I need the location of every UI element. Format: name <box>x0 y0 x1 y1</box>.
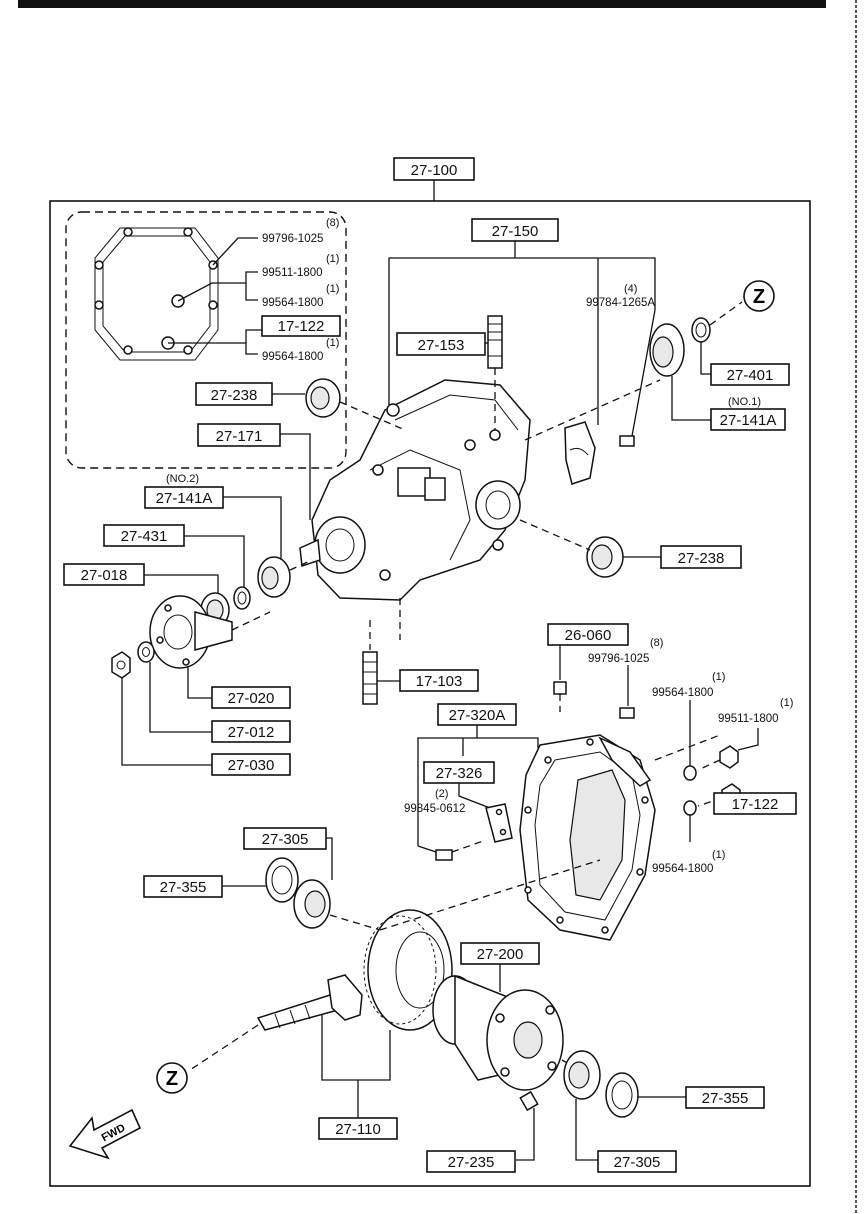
callout-breather: 26-060 <box>565 627 612 644</box>
callout-side-bearing-left: 27-305 <box>262 831 309 848</box>
inset-bolt-pn: 99796-1025 <box>262 233 323 245</box>
cover-bolt: (8) 99796-1025 <box>588 637 663 719</box>
callout-differential: 27-200 <box>477 946 524 963</box>
callout-adjuster-left: 27-355 <box>160 879 207 896</box>
callout-spacer: 27-431 <box>121 528 168 545</box>
differential-case: 27-200 <box>432 942 581 1091</box>
washer-b-qty: (1) <box>712 849 725 861</box>
spacer: 27-431 <box>103 524 251 610</box>
callout-plug-right: 27-238 <box>678 550 725 567</box>
inset-bolt-qty: (8) <box>326 217 339 229</box>
ring-bolt: 27-235 <box>426 1090 539 1173</box>
rear-cover: 27-320A <box>417 703 721 941</box>
cap-bolt-pn: 99784-1265A <box>586 297 655 309</box>
callout-nut: 27-030 <box>228 757 275 774</box>
z-marker-bottom: Z <box>166 1068 178 1090</box>
callout-cover-assy: 27-320A <box>449 707 506 724</box>
bearing-no2-qty: (NO.2) <box>166 473 199 485</box>
callout-gasket-right: 17-122 <box>732 796 779 813</box>
cap-bolt-qty: (4) <box>624 283 637 295</box>
inset-plug1-qty: (1) <box>326 253 339 265</box>
ring-and-pinion: Z 27-110 <box>156 859 601 1140</box>
bracket-bolt-pn: 99845-0612 <box>404 803 465 815</box>
fwd-arrow-icon: FWD <box>68 1108 142 1160</box>
callout-ring-bolt: 27-235 <box>448 1154 495 1171</box>
stud-bottom: 17-103 <box>362 598 479 705</box>
top-rule <box>18 0 826 8</box>
bracket-bolt-qty: (2) <box>435 788 448 800</box>
callout-stud-bottom: 17-103 <box>416 673 463 690</box>
plug-left: 27-238 <box>195 378 406 431</box>
companion-flange: 27-020 <box>149 595 291 709</box>
inset-washer2-qty: (1) <box>326 337 339 349</box>
callout-assembly-text: 27-100 <box>411 162 458 179</box>
callout-housing-assy: 27-150 <box>388 218 656 425</box>
callout-housing-assy-text: 27-150 <box>492 223 539 240</box>
inset-gasket-callout: 17-122 <box>278 318 325 335</box>
bearing-no1: Z 27-401 (NO.1) 27-141A <box>649 280 790 431</box>
bracket: 27-326 (2) 99845-0612 <box>404 761 513 861</box>
callout-stud-top: 27-153 <box>418 337 465 354</box>
washer-b-pn: 99564-1800 <box>652 863 713 875</box>
callout-washer-right: 27-401 <box>727 367 774 384</box>
callout-flange: 27-020 <box>228 690 275 707</box>
diagram-frame <box>49 200 811 1187</box>
inset-washer2-pn: 99564-1800 <box>262 351 323 363</box>
stud-top: 27-153 <box>396 315 503 430</box>
drain-plugs: (1) 99564-1800 (1) 99511-1800 17-122 (1)… <box>652 671 797 875</box>
washer: 27-012 <box>137 641 291 743</box>
inset-washer1-qty: (1) <box>326 283 339 295</box>
callout-bracket: 27-326 <box>436 765 483 782</box>
plug-a-qty: (1) <box>780 697 793 709</box>
callout-side-bearing-right: 27-305 <box>614 1154 661 1171</box>
callout-adjuster-right: 27-355 <box>702 1090 749 1107</box>
callout-seal: 27-018 <box>81 567 128 584</box>
carrier-housing <box>299 379 531 601</box>
inset-plug1-pn: 99511-1800 <box>262 267 323 279</box>
callout-bearing-no2: 27-141A <box>156 490 213 507</box>
side-bearing-right: 27-305 27-355 <box>563 1050 765 1173</box>
callout-gear-set: 27-110 <box>335 1121 381 1138</box>
cover-bolt-qty: (8) <box>650 637 663 649</box>
flange-nut: 27-030 <box>111 651 291 776</box>
breather: 26-060 <box>547 623 629 712</box>
gasket-inset: (8) 99796-1025 (1) 99511-1800 (1) 99564-… <box>65 211 347 469</box>
plug-a-pn: 99511-1800 <box>718 713 779 725</box>
inset-washer1-pn: 99564-1800 <box>262 297 323 309</box>
z-marker-top: Z <box>753 286 765 308</box>
callout-bearing-no1: 27-141A <box>720 412 777 429</box>
washer-a-pn: 99564-1800 <box>652 687 713 699</box>
callout-housing-text: 27-171 <box>216 428 263 445</box>
washer-a-qty: (1) <box>712 671 725 683</box>
bearing-no1-qty: (NO.1) <box>728 396 761 408</box>
bearing-no2: (NO.2) 27-141A <box>144 473 313 598</box>
cover-bolt-pn: 99796-1025 <box>588 653 649 665</box>
callout-housing: 27-171 <box>197 423 311 520</box>
bearing-cap: (4) 99784-1265A <box>524 283 661 485</box>
callout-washer: 27-012 <box>228 724 275 741</box>
callout-assembly: 27-100 <box>393 157 475 201</box>
plug-right: 27-238 <box>519 519 742 578</box>
side-bearing-left: 27-305 27-355 <box>143 827 381 931</box>
callout-plug-left: 27-238 <box>211 387 258 404</box>
